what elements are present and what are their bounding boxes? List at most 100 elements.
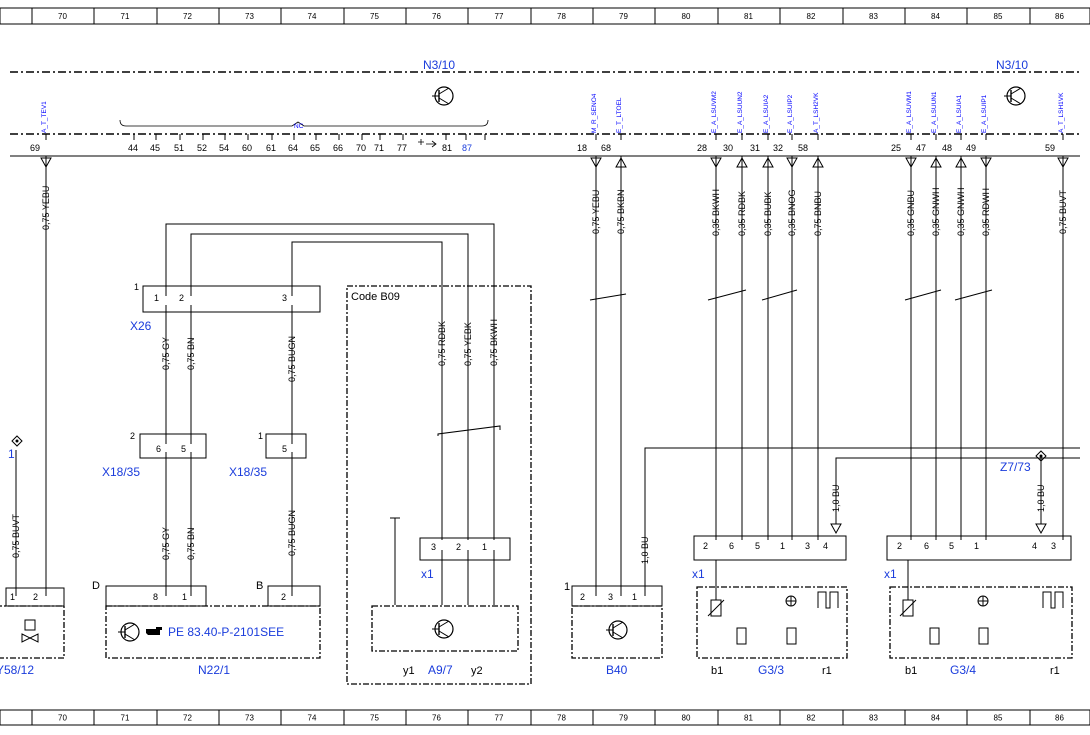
- wire-label: 0,35 RDWH: [981, 188, 991, 236]
- svg-text:B40: B40: [606, 663, 628, 677]
- svg-text:5: 5: [755, 541, 760, 551]
- nc-pin: 61: [266, 143, 276, 153]
- svg-text:5: 5: [949, 541, 954, 551]
- x26-pin-3: 3: [282, 293, 287, 303]
- wire-label: 0,75 BUGN: [287, 336, 297, 382]
- wire-label: 0,35 BUBK: [763, 191, 773, 236]
- nc-pin: 70: [356, 143, 366, 153]
- svg-text:2: 2: [456, 542, 461, 552]
- pin-bridge-symbol: [418, 139, 436, 147]
- grid-number: 84: [931, 12, 940, 21]
- grid-number: 78: [557, 12, 566, 21]
- x26-index: 1: [134, 282, 139, 292]
- heater-icon: [786, 596, 796, 606]
- svg-text:3: 3: [608, 592, 613, 602]
- grid-number: 71: [121, 12, 130, 21]
- nc-pin: 77: [397, 143, 407, 153]
- wire-label: 0,75 BKBN: [616, 189, 626, 234]
- sig-e-a-lsuun1: E_A_LSUUN1: [931, 91, 938, 133]
- svg-text:2: 2: [130, 431, 135, 441]
- wire-label: 0,75 GY: [161, 527, 171, 560]
- sig-e-t-ltoel: E_T_LTOEL: [616, 97, 623, 133]
- grid-number: 72: [183, 12, 192, 21]
- wire-label: 0,75 YEBU: [591, 190, 601, 234]
- svg-text:N22/1: N22/1: [198, 663, 230, 677]
- grid-number: 72: [183, 714, 192, 723]
- svg-text:2: 2: [897, 541, 902, 551]
- nc-pin: 60: [242, 143, 252, 153]
- svg-text:5: 5: [282, 444, 287, 454]
- svg-text:b1: b1: [711, 665, 723, 677]
- wire-label: 0,75 YEBU: [41, 186, 51, 230]
- svg-text:1: 1: [8, 447, 15, 461]
- svg-text:r1: r1: [1050, 665, 1060, 677]
- pin-25: 25: [891, 143, 901, 153]
- svg-text:X18/35: X18/35: [102, 465, 140, 479]
- grid-number: 76: [432, 714, 441, 723]
- pe-reference-link[interactable]: PE 83.40-P-2101SEE: [168, 625, 284, 639]
- svg-text:b1: b1: [905, 665, 917, 677]
- signal-direction-icon: [831, 524, 841, 533]
- svg-text:2: 2: [281, 592, 286, 602]
- wire-label: 0,75 BN: [186, 527, 196, 560]
- wire-label: 0,75 BN: [186, 337, 196, 370]
- grid-number: 76: [432, 12, 441, 21]
- grid-number: 81: [744, 12, 753, 21]
- grid-number: 73: [245, 12, 254, 21]
- grid-number: 86: [1055, 12, 1064, 21]
- junction-icon: [12, 436, 22, 446]
- grid-number: 77: [495, 714, 504, 723]
- pin-32: 32: [773, 143, 783, 153]
- sensor-resistor-icon: [708, 600, 724, 616]
- code-b09-box: Code B09: [347, 286, 531, 684]
- wire-label: 0,35 BKWH: [711, 189, 721, 236]
- svg-text:3: 3: [1051, 541, 1056, 551]
- grid-number: 78: [557, 714, 566, 723]
- svg-text:1: 1: [632, 592, 637, 602]
- pin-30: 30: [723, 143, 733, 153]
- wire-label: 0,75 BKWH: [489, 319, 499, 366]
- wire-label: 0,75 BNBU: [813, 191, 823, 236]
- pin-87: 87: [462, 143, 472, 153]
- grid-number: 85: [994, 714, 1003, 723]
- svg-text:x1: x1: [692, 567, 705, 581]
- wire-label: 0,75 YEBK: [463, 322, 473, 366]
- svg-text:1: 1: [182, 592, 187, 602]
- component-n221: D B 8 1 2 PE 83.40-P-2101SEE N22/1: [92, 580, 320, 677]
- pin-69: 69: [30, 143, 40, 153]
- svg-text:X18/35: X18/35: [229, 465, 267, 479]
- transistor-icon: [1004, 87, 1025, 105]
- pin-68: 68: [601, 143, 611, 153]
- svg-text:1: 1: [258, 431, 263, 441]
- nc-pin: 65: [310, 143, 320, 153]
- grid-number: 82: [807, 12, 816, 21]
- nc-brace: NC: [120, 120, 488, 130]
- splice-z773: Z7/73: [1000, 451, 1046, 474]
- grid-number: 70: [58, 12, 67, 21]
- svg-text:D: D: [92, 580, 100, 592]
- wire-label: 0,35 GNWH: [931, 187, 941, 236]
- nc-pin: 45: [150, 143, 160, 153]
- pin-48: 48: [942, 143, 952, 153]
- component-y5812: 1 2 Y58/12 1: [0, 436, 64, 677]
- valve-icon: [22, 620, 38, 642]
- grid-number: 79: [619, 12, 628, 21]
- wire-label: 0,35 RDBK: [737, 191, 747, 236]
- wire-label: 1,0 BU: [1036, 484, 1046, 512]
- wire-label: 0,75 BUGN: [287, 510, 297, 556]
- grid-number: 74: [308, 714, 317, 723]
- svg-text:y1: y1: [403, 665, 415, 677]
- grid-number: 84: [931, 714, 940, 723]
- connector-a97-x1: 3 2 1 x1: [420, 538, 510, 581]
- grid-number: 86: [1055, 714, 1064, 723]
- pin-47: 47: [916, 143, 926, 153]
- wire-label: 0,75 RDBK: [437, 321, 447, 366]
- grid-number: 74: [308, 12, 317, 21]
- sig-e-a-lsuia2: E_A_LSUIA2: [763, 94, 770, 133]
- svg-text:6: 6: [729, 541, 734, 551]
- wire-label: 0,35 GNBU: [906, 190, 916, 236]
- wire-label: 1,0 BU: [831, 484, 841, 512]
- grid-number: 83: [869, 714, 878, 723]
- connector-x1835-a: 2 6 5 X18/35: [102, 431, 206, 479]
- svg-text:Y58/12: Y58/12: [0, 663, 34, 677]
